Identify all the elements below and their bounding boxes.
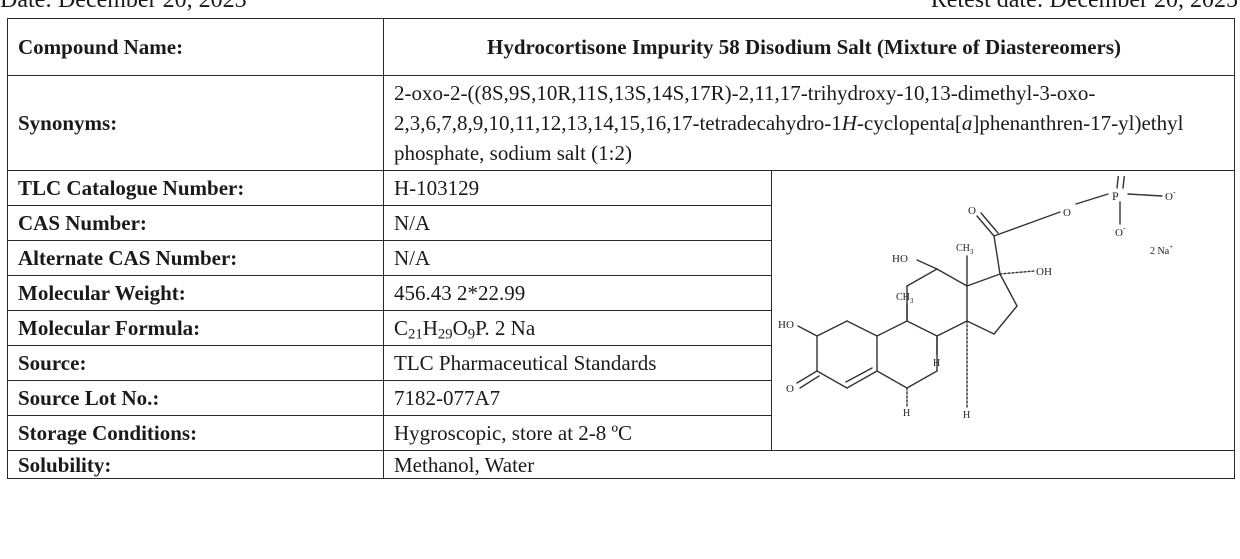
compound-info-table: Compound Name: Hydrocortisone Impurity 5… xyxy=(7,18,1236,479)
row-source: Source: TLC Pharmaceutical Standards xyxy=(7,345,1235,381)
atom-o-ketone: O xyxy=(968,205,976,217)
synonyms-italic-h: H xyxy=(841,111,857,135)
alternate-cas-value: N/A xyxy=(383,240,772,276)
row-source-lot: Source Lot No.: 7182-077A7 xyxy=(7,380,1235,416)
chemical-structure-diagram: O P O O- O- 2 Na+ O CH3 HO OH CH3 H HO H… xyxy=(778,175,1176,421)
source-lot-label: Source Lot No.: xyxy=(7,380,384,416)
source-label: Source: xyxy=(7,345,384,381)
ch3-top-label: CH3 xyxy=(956,243,974,256)
ho-11-label: HO xyxy=(892,253,908,265)
atom-p: P xyxy=(1112,189,1119,203)
synonyms-text-3: ]phenanthren-17-yl)ethyl phosphate, sodi… xyxy=(394,111,1184,165)
source-lot-value: 7182-077A7 xyxy=(383,380,772,416)
solubility-label: Solubility: xyxy=(7,450,384,479)
compound-name-label: Compound Name: xyxy=(7,18,384,76)
atom-o-bridge: O xyxy=(1063,207,1071,219)
solubility-value: Methanol, Water xyxy=(382,450,1236,479)
row-catalogue-number: TLC Catalogue Number: H-103129 xyxy=(7,170,1236,451)
source-value: TLC Pharmaceutical Standards xyxy=(383,345,772,381)
synonyms-label: Synonyms: xyxy=(7,75,384,171)
synonyms-text-2: -cyclopenta[ xyxy=(856,111,962,135)
molecular-weight-value: 456.43 2*22.99 xyxy=(383,275,772,311)
synonyms-italic-a: a xyxy=(961,111,973,135)
row-storage: Storage Conditions: Hygroscopic, store a… xyxy=(7,415,1235,451)
row-molecular-weight: Molecular Weight: 456.43 2*22.99 xyxy=(7,275,1235,311)
h-9-label: H xyxy=(903,408,910,419)
storage-label: Storage Conditions: xyxy=(7,415,384,451)
retest-date-text: Retest date: December 20, 2025 xyxy=(930,0,1238,13)
cas-number-value: N/A xyxy=(383,205,772,241)
date-text: Date: December 20, 2023 xyxy=(0,0,247,13)
molecular-weight-label: Molecular Weight: xyxy=(7,275,384,311)
synonyms-text-1: 2-oxo-2-((8S,9S,10R,11S,13S,14S,17R)-2,1… xyxy=(394,81,1096,135)
molecular-formula-label: Molecular Formula: xyxy=(7,310,384,346)
compound-name-value: Hydrocortisone Impurity 58 Disodium Salt… xyxy=(382,18,1236,76)
page-header: Date: December 20, 2023 Retest date: Dec… xyxy=(0,0,1240,13)
structure-cell: O P O O- O- 2 Na+ O CH3 HO OH CH3 H HO H… xyxy=(770,170,1236,451)
atom-o-bottom: O- xyxy=(1115,224,1126,239)
ch3-mid-label: CH3 xyxy=(896,292,914,305)
catalogue-number-label: TLC Catalogue Number: xyxy=(7,170,384,206)
alternate-cas-label: Alternate CAS Number: xyxy=(7,240,384,276)
counter-ion-label: 2 Na+ xyxy=(1150,243,1173,257)
h-8-label: H xyxy=(933,358,940,369)
molecular-formula-value: C21H29O9P. 2 Na xyxy=(383,310,772,346)
structure-bonds xyxy=(796,175,1163,409)
row-solubility: Solubility: Methanol, Water xyxy=(7,450,1236,479)
cas-number-label: CAS Number: xyxy=(7,205,384,241)
storage-value: Hygroscopic, store at 2-8 ºC xyxy=(383,415,772,451)
ho-2-label: HO xyxy=(778,319,794,331)
row-synonyms: Synonyms: 2-oxo-2-((8S,9S,10R,11S,13S,14… xyxy=(7,75,1236,171)
o-3-label: O xyxy=(786,383,794,395)
catalogue-number-value: H-103129 xyxy=(383,170,772,206)
atom-o-right: O- xyxy=(1165,188,1176,203)
synonyms-value: 2-oxo-2-((8S,9S,10R,11S,13S,14S,17R)-2,1… xyxy=(382,75,1236,171)
oh-17-label: OH xyxy=(1036,266,1052,278)
h-14-label: H xyxy=(963,410,970,421)
row-compound-name: Compound Name: Hydrocortisone Impurity 5… xyxy=(7,18,1236,76)
